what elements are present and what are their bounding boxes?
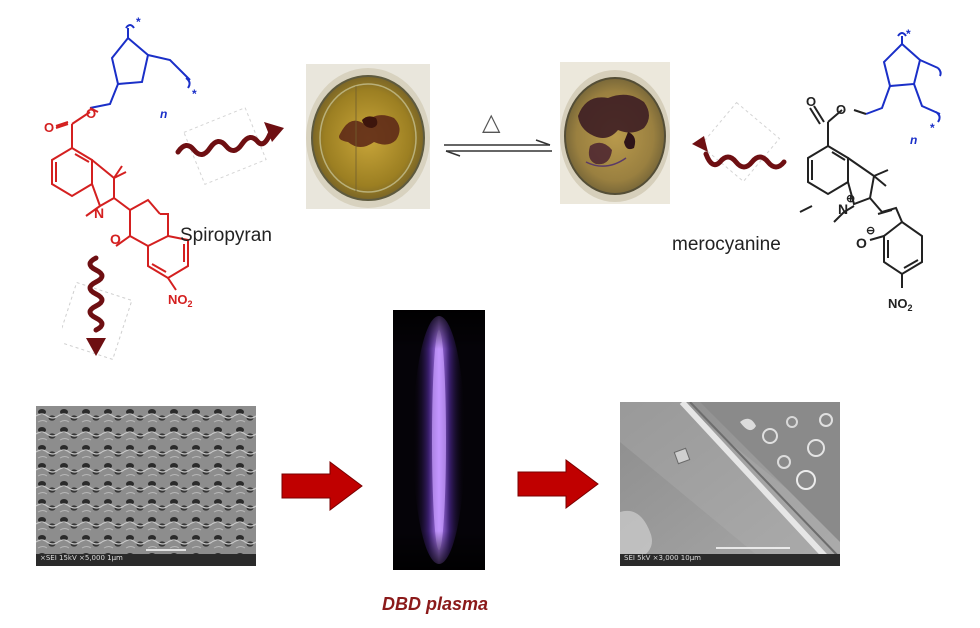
ester-oxygen: O bbox=[86, 106, 96, 121]
negative-charge-icon: ⊖ bbox=[866, 225, 875, 237]
positive-charge-icon: ⊕ bbox=[846, 193, 855, 205]
indolium-nitrogen: N bbox=[838, 201, 848, 217]
block-arrow-right-icon bbox=[281, 461, 363, 511]
repeat-unit-n: n bbox=[160, 107, 167, 121]
polymer-end-star: * bbox=[906, 27, 911, 41]
reversible-heat-arrow-icon bbox=[444, 139, 552, 157]
nitro-group: NO2 bbox=[888, 296, 913, 313]
heat-symbol: △ bbox=[482, 108, 501, 136]
petri-dish-merocyanine-photo bbox=[560, 62, 670, 204]
phenolate-oxygen: O bbox=[856, 235, 867, 251]
wavy-arrow-left-icon bbox=[692, 101, 787, 183]
dbd-plasma-label: DBD plasma bbox=[382, 594, 489, 614]
wavy-arrow-down-icon bbox=[62, 255, 133, 360]
carbonyl-oxygen: O bbox=[806, 94, 816, 109]
indoline-nitrogen: N bbox=[94, 205, 104, 221]
pyran-oxygen: O bbox=[110, 231, 121, 247]
petri-dish-spiropyran-photo bbox=[306, 64, 430, 209]
ester-oxygen: O bbox=[836, 102, 846, 117]
polymer-end-star: * bbox=[136, 15, 141, 29]
polymer-end-star: * bbox=[192, 87, 197, 101]
sem-image-smooth: SEI 5kV ×3,000 10μm bbox=[620, 402, 840, 566]
wavy-arrow-right-icon bbox=[175, 107, 284, 185]
repeat-unit-n: n bbox=[910, 133, 917, 147]
merocyanine-structure: * * n O O N ⊕ O ⊖ NO2 bbox=[799, 27, 942, 313]
carbonyl-oxygen: O bbox=[44, 120, 54, 135]
sem-left-footer: ×SEI 15kV ×5,000 1μm bbox=[40, 554, 123, 562]
spiropyran-structure: * * n O O N O NO2 bbox=[44, 15, 197, 309]
dbd-plasma-image bbox=[393, 310, 485, 570]
sem-right-footer: SEI 5kV ×3,000 10μm bbox=[624, 554, 701, 562]
nitro-group: NO2 bbox=[168, 292, 193, 309]
sem-image-porous: ×SEI 15kV ×5,000 1μm bbox=[36, 406, 256, 566]
spiropyran-label: Spiropyran bbox=[180, 225, 272, 246]
merocyanine-label: merocyanine bbox=[672, 234, 781, 255]
block-arrow-right-icon bbox=[517, 459, 599, 509]
polymer-end-star: * bbox=[930, 121, 935, 135]
